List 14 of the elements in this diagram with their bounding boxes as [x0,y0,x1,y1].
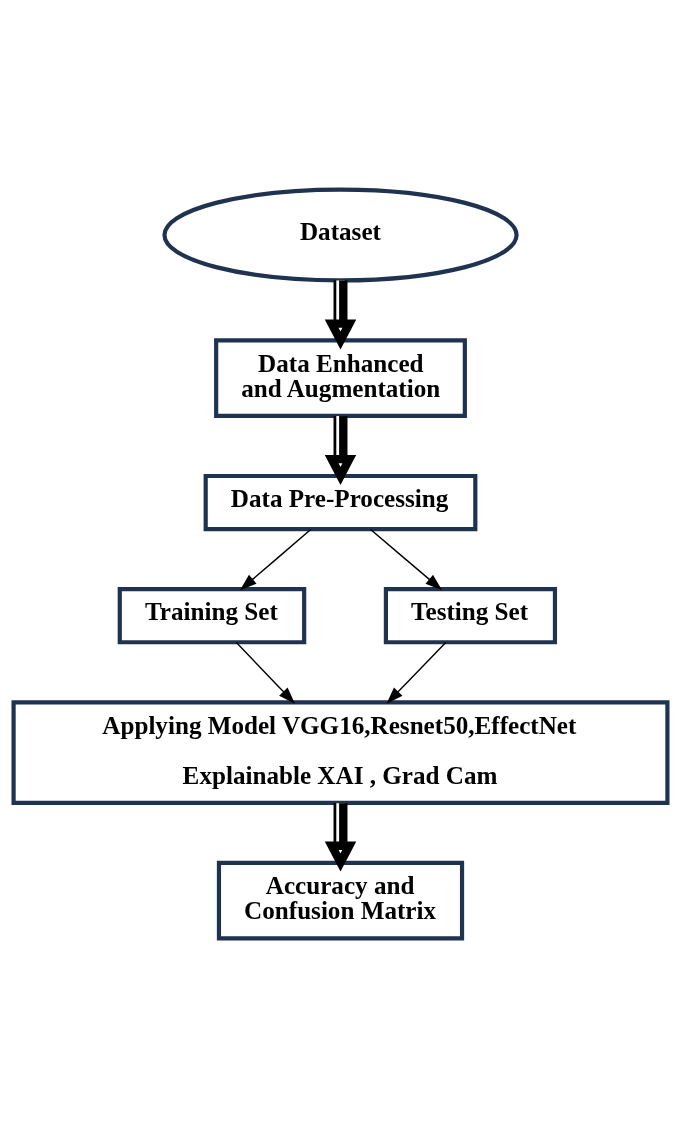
arrow [369,528,443,591]
arrow [240,528,312,591]
arrow [324,803,357,872]
node-box: Data Pre-Processing [203,473,478,532]
node-box: Data Enhanced and Augmentation [214,338,467,418]
arrow [235,641,295,704]
node-box: Applying Model VGG16,Resnet50,EffectNet Explainable XAI , Grad Cam [11,700,670,805]
node-box: Accuracy and Confusion Matrix [216,860,465,941]
arrow [324,416,357,485]
arrow [386,641,447,704]
node-ellipse: Dataset [162,187,519,283]
node-box: Testing Set [383,587,558,645]
arrow [324,280,357,350]
node-box: Training Set [117,587,307,645]
